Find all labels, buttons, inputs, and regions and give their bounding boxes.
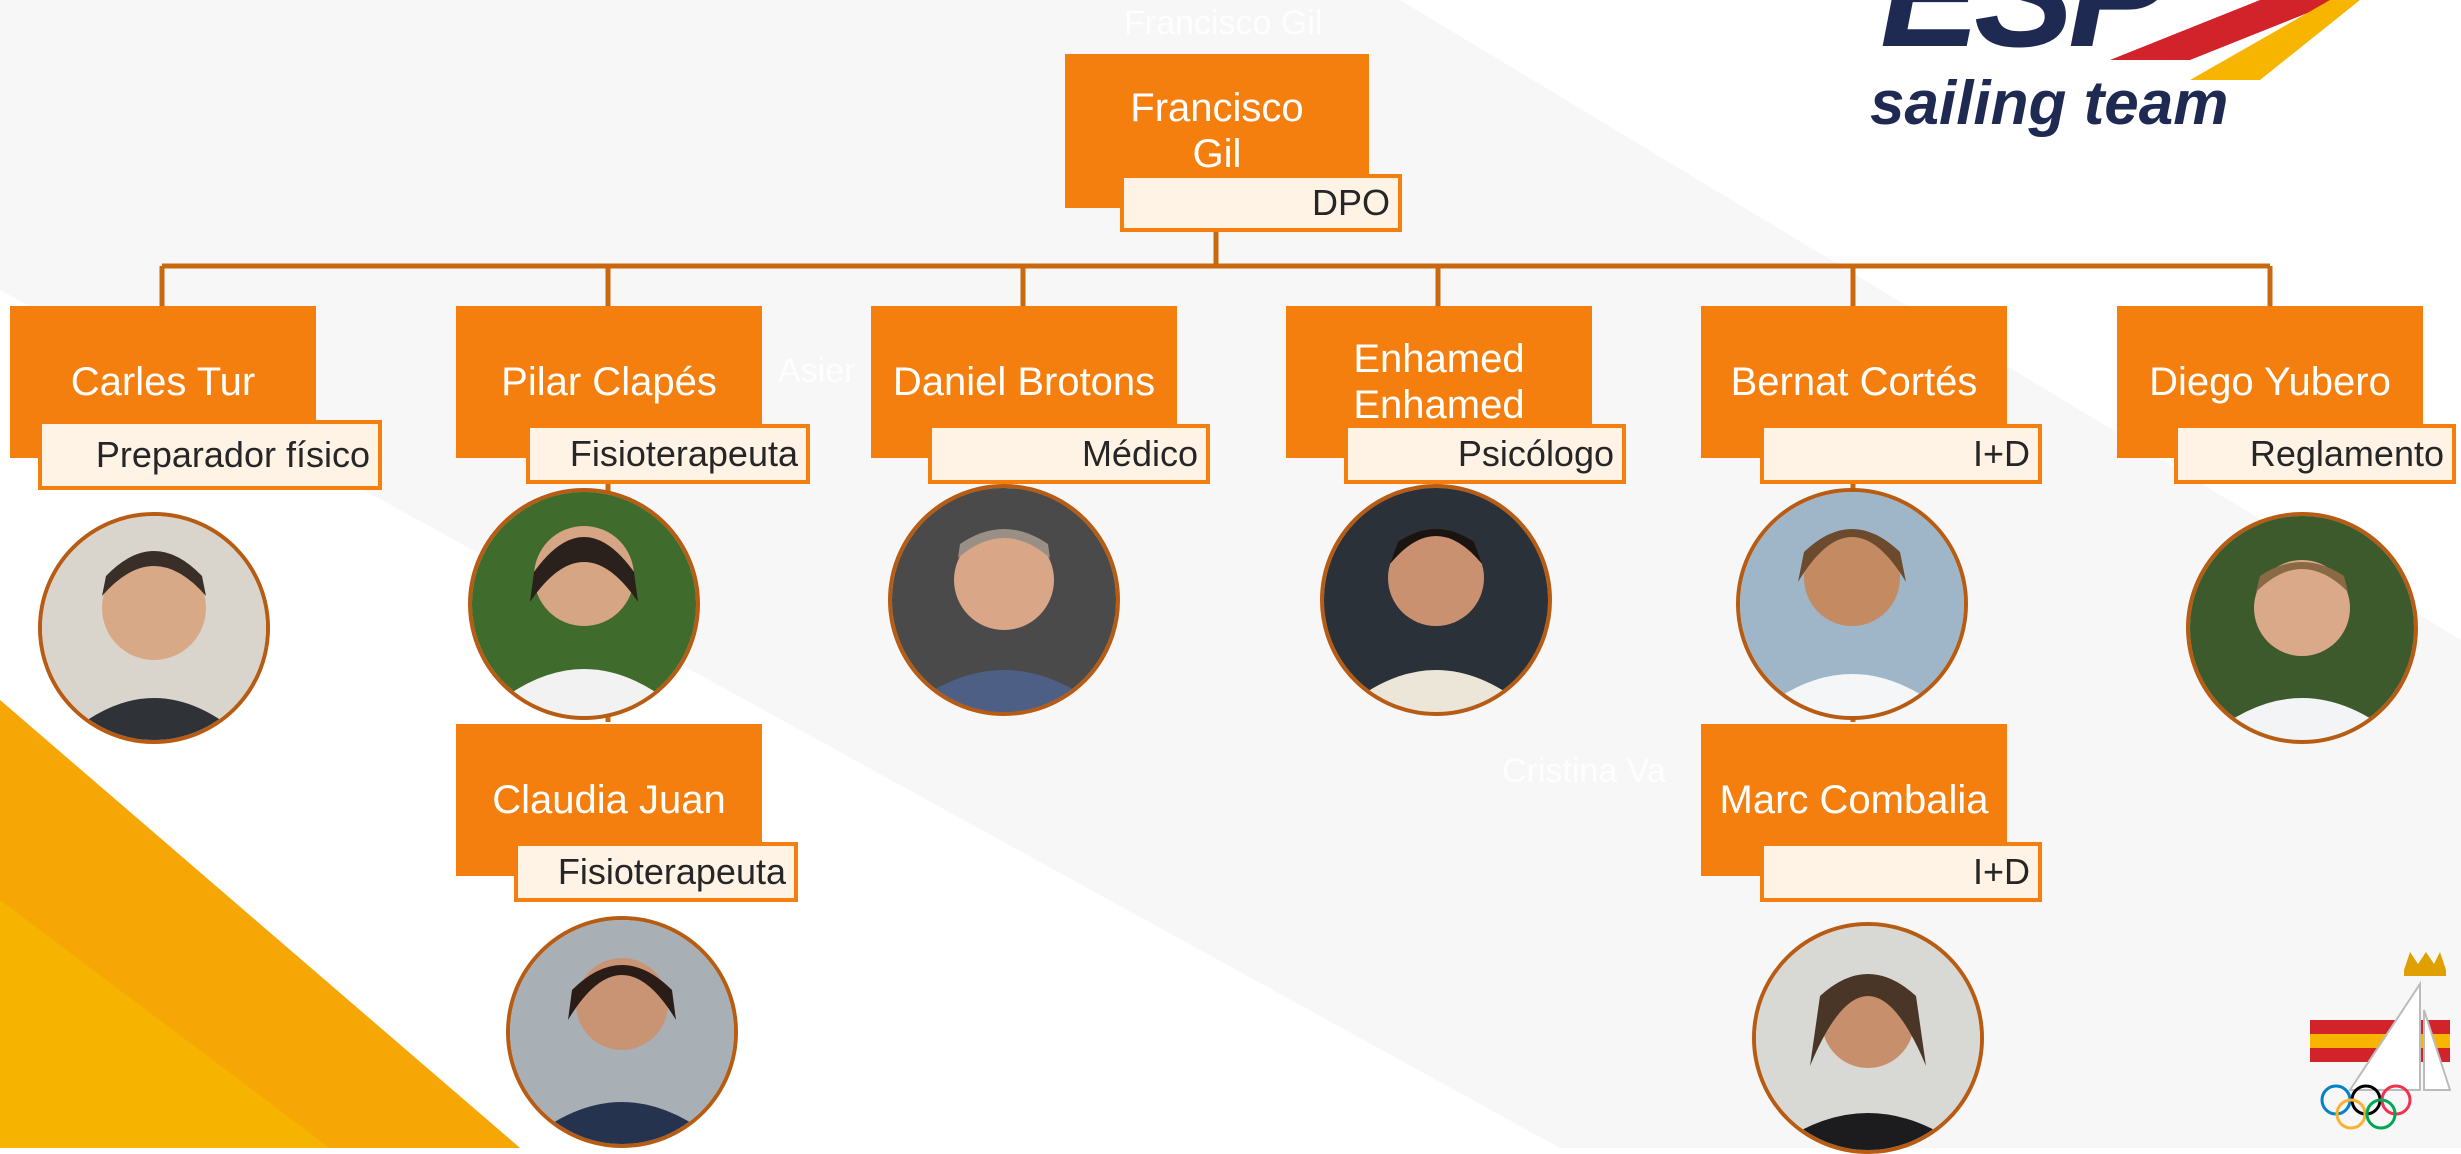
node-role-text: Preparador físico	[95, 434, 370, 475]
node-role: I+D	[1760, 842, 2042, 902]
logo-letters: ESP	[1880, 0, 2168, 81]
node-role: DPO	[1120, 174, 1402, 232]
esp-sailing-team-logo: ESP sailing team	[1860, 0, 2380, 140]
node-role-text: I+D	[1972, 851, 2030, 892]
node-role: Preparador físico	[38, 420, 382, 490]
node-role: Reglamento	[2174, 424, 2456, 484]
sailing-federation-emblem-icon	[2310, 952, 2452, 1130]
member-photo	[1320, 484, 1552, 716]
node-role: Fisioterapeuta	[514, 842, 798, 902]
node-role-text: Reglamento	[2249, 433, 2444, 474]
crown-icon	[2404, 952, 2446, 976]
node-role-text: DPO	[1311, 182, 1390, 223]
node-role-text: I+D	[1972, 433, 2030, 474]
olympic-rings-icon	[2320, 1084, 2412, 1130]
member-photo	[38, 512, 270, 744]
ghost-label: Francisco Gil	[1124, 4, 1323, 42]
member-photo	[2186, 512, 2418, 744]
member-photo	[888, 484, 1120, 716]
member-photo	[1736, 488, 1968, 720]
node-role: Psicólogo	[1344, 424, 1626, 484]
logo-tagline: sailing team	[1870, 69, 2229, 138]
node-role-text: Psicólogo	[1457, 433, 1614, 474]
ghost-label: Cristina Va	[1502, 752, 1666, 790]
node-role-text: Fisioterapeuta	[557, 851, 786, 892]
ghost-label: Asier	[778, 352, 856, 390]
logo-swoosh-icon	[2110, 0, 2360, 80]
node-role-text: Fisioterapeuta	[569, 433, 798, 474]
member-photo	[506, 916, 738, 1148]
node-role: Médico	[928, 424, 1210, 484]
node-role: I+D	[1760, 424, 2042, 484]
node-name: Enhamed Enhamed	[1286, 306, 1592, 458]
node-role-text: Médico	[1081, 433, 1198, 474]
member-photo	[1752, 922, 1984, 1154]
member-photo	[468, 488, 700, 720]
node-role: Fisioterapeuta	[526, 424, 810, 484]
